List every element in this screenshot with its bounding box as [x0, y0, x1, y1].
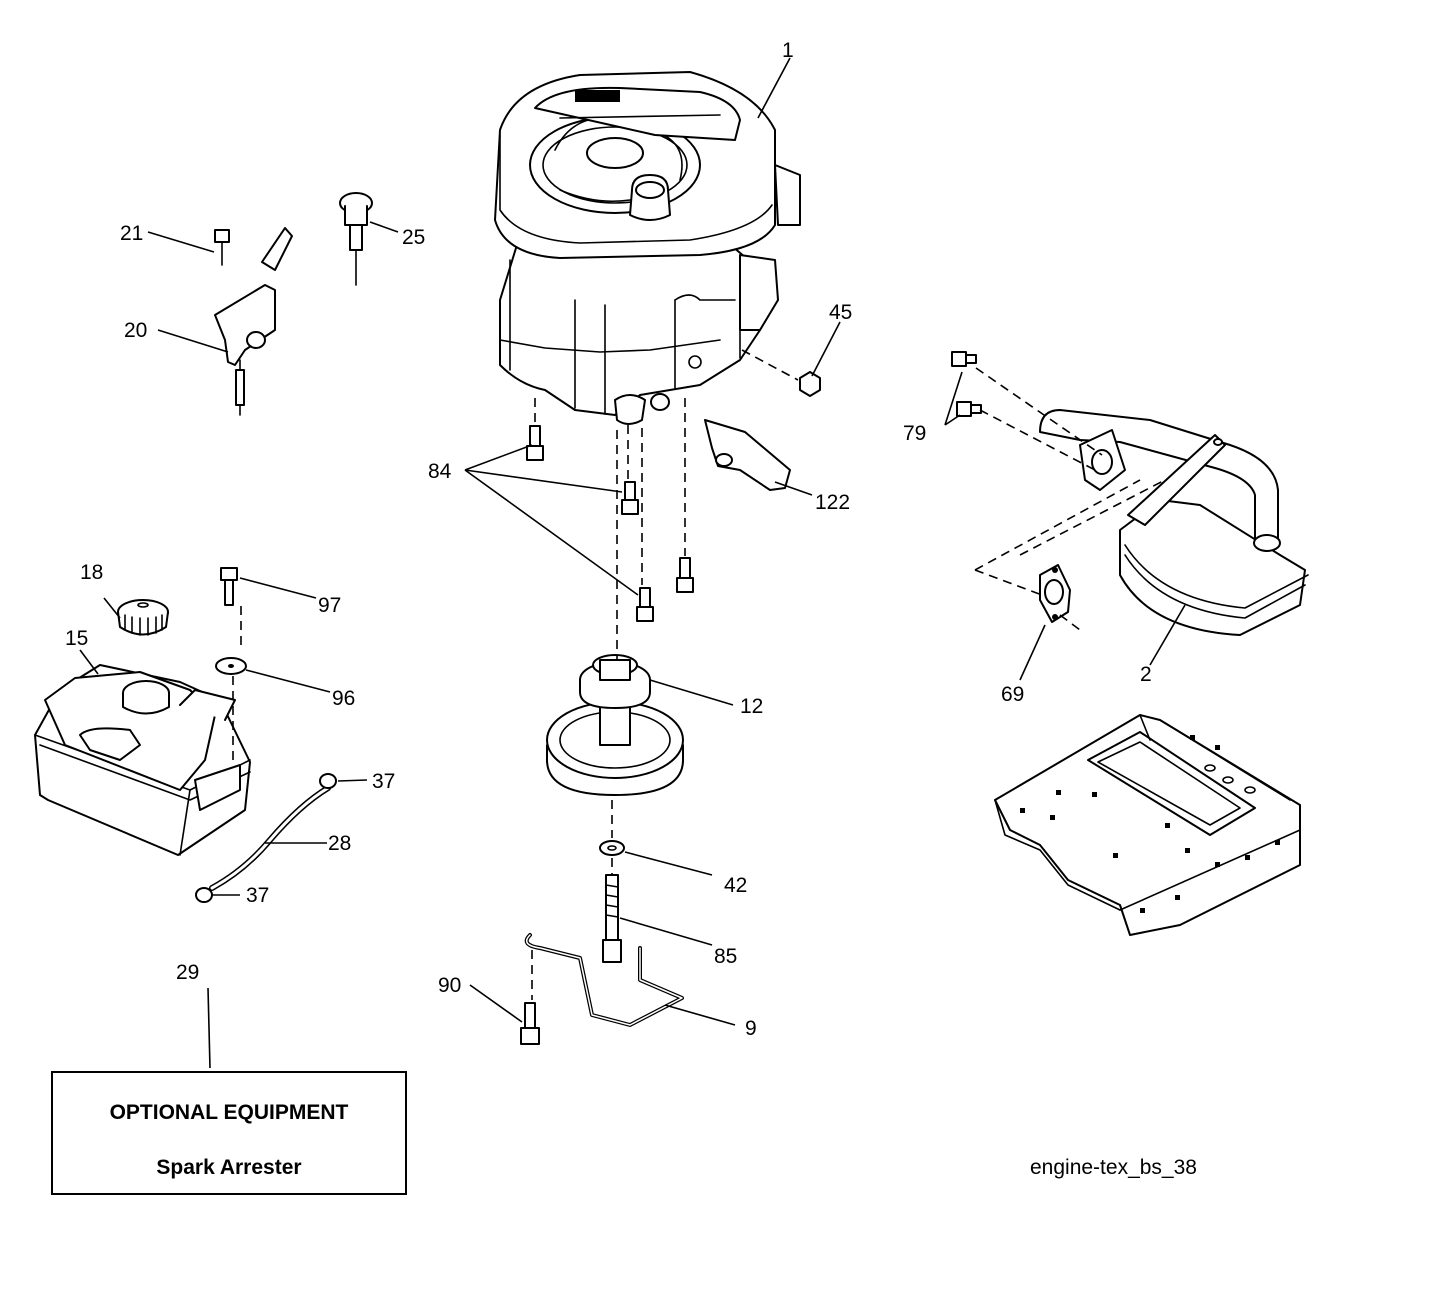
callout-84: 84 — [428, 460, 452, 483]
diagram-code-label: engine-tex_bs_38 — [1030, 1156, 1197, 1179]
callout-21: 21 — [120, 222, 143, 245]
callout-90: 90 — [438, 974, 461, 997]
callout-25: 25 — [402, 226, 425, 249]
callout-37-upper: 37 — [372, 770, 395, 793]
clamp-part-37-lower — [195, 887, 213, 903]
bolt-part-90 — [520, 1002, 540, 1045]
clamp-part-37-upper — [319, 773, 337, 789]
callout-69: 69 — [1001, 683, 1024, 706]
callout-42: 42 — [724, 874, 747, 897]
leader-lines — [79, 57, 1186, 1069]
gasket-part-69 — [1039, 564, 1071, 623]
optional-equipment-box: OPTIONAL EQUIPMENT Spark Arrester — [51, 1071, 407, 1195]
engine-part-1 — [494, 71, 801, 425]
engine-mount-plate — [994, 714, 1301, 936]
callout-97: 97 — [318, 594, 341, 617]
bolt-part-84d — [636, 587, 654, 622]
callout-122: 122 — [815, 491, 850, 514]
fuel-tank-part-15 — [34, 664, 251, 856]
callout-29: 29 — [176, 961, 199, 984]
heat-shield-part-122 — [704, 419, 791, 491]
washer-part-42 — [599, 840, 625, 856]
rod-part-9 — [524, 933, 684, 1027]
bolt-part-85 — [602, 874, 622, 963]
bolt-part-79-upper — [951, 351, 977, 367]
bolt-part-84b — [621, 481, 639, 515]
throttle-control-part-20 — [214, 227, 293, 416]
optional-equipment-item: Spark Arrester — [156, 1156, 302, 1179]
bolt-part-79-lower — [956, 401, 982, 417]
callout-37-lower: 37 — [246, 884, 269, 907]
callout-12: 12 — [740, 695, 763, 718]
callout-15: 15 — [65, 627, 88, 650]
assembly-guide-lines — [232, 349, 1166, 1000]
nut-part-45 — [799, 371, 821, 397]
callout-9: 9 — [745, 1017, 757, 1040]
callout-79: 79 — [903, 422, 926, 445]
bolt-part-84a — [526, 425, 544, 461]
callout-28: 28 — [328, 832, 351, 855]
callout-96: 96 — [332, 687, 355, 710]
callout-20: 20 — [124, 319, 147, 342]
fuel-line-part-28 — [209, 785, 331, 891]
fuel-cap-part-18 — [117, 599, 169, 636]
primer-part-25 — [339, 192, 373, 286]
callout-85: 85 — [714, 945, 737, 968]
screw-part-21 — [214, 229, 230, 266]
screw-part-97 — [220, 567, 238, 606]
callout-45: 45 — [829, 301, 852, 324]
pulley-part-12 — [546, 654, 684, 796]
callouts: 1 2 9 12 15 18 20 21 25 28 29 37 37 42 4… — [65, 39, 1152, 1040]
callout-2: 2 — [1140, 663, 1152, 686]
washer-part-96 — [215, 657, 247, 675]
bolt-part-84c — [676, 557, 694, 593]
muffler-part-2 — [1039, 409, 1309, 636]
callout-18: 18 — [80, 561, 103, 584]
optional-equipment-title: OPTIONAL EQUIPMENT — [109, 1101, 349, 1124]
callout-1: 1 — [782, 39, 794, 62]
